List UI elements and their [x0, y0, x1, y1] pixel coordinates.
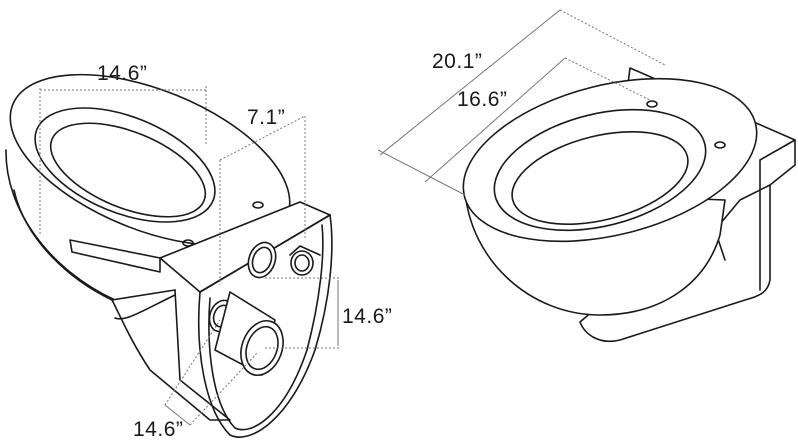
- pipe-vertical-spacing-label: 14.6”: [342, 305, 393, 328]
- right-toilet-drawing: [377, 9, 796, 342]
- pipe-horizontal-spacing-label: 14.6”: [133, 418, 184, 441]
- left-toilet-drawing: [5, 73, 340, 438]
- seat-width-label: 14.6”: [97, 62, 148, 85]
- overall-length-label: 20.1”: [432, 50, 483, 73]
- bowl-length-label: 16.6”: [457, 88, 508, 111]
- rear-depth-label: 7.1”: [247, 106, 286, 129]
